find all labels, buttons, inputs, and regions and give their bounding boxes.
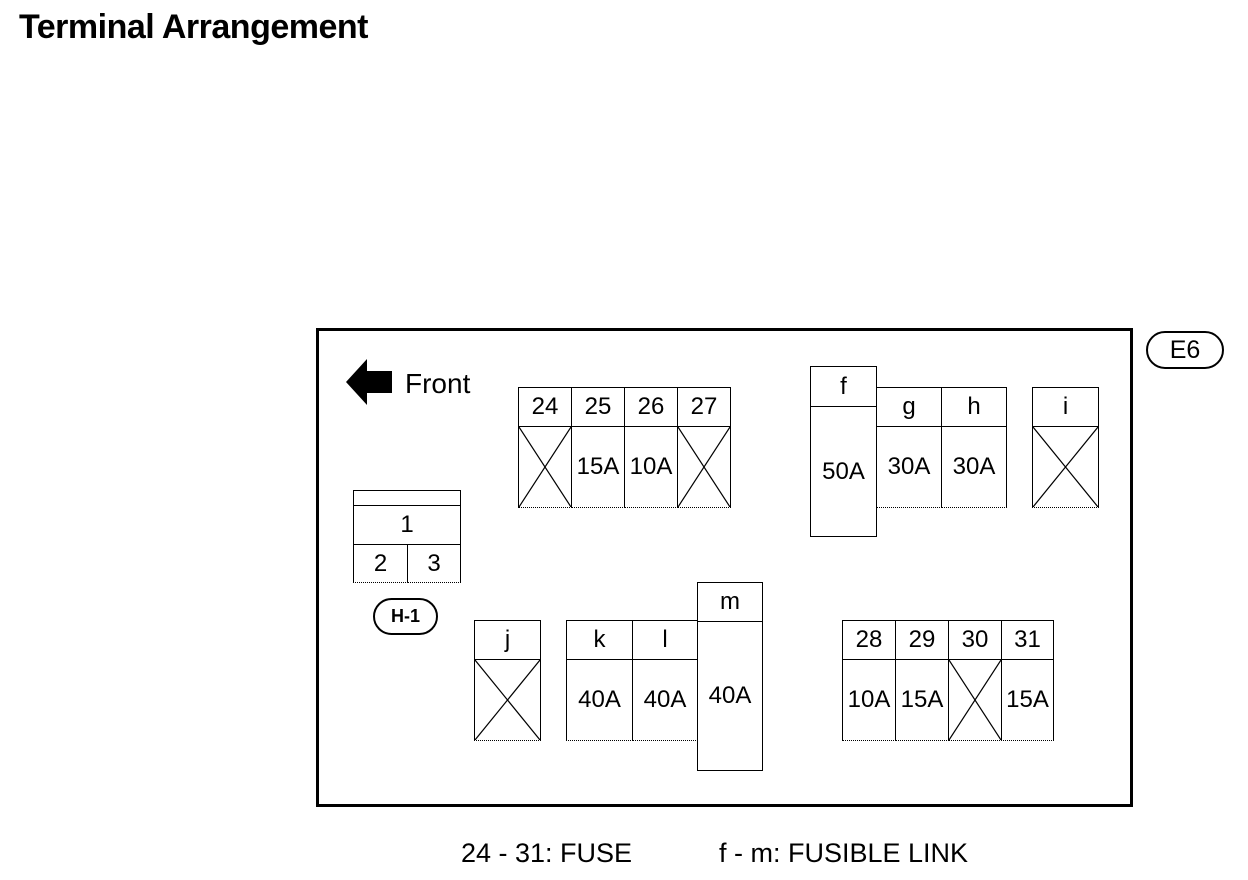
link-k-label: k (566, 620, 633, 660)
link-m-label: m (697, 582, 763, 622)
empty-slot-x-icon (519, 427, 571, 507)
link-i-label: i (1032, 387, 1099, 427)
junction-block-frame (316, 328, 1133, 807)
link-m-rating: 40A (697, 621, 763, 771)
link-k-rating: 40A (566, 659, 633, 741)
fuse-29-rating: 15A (895, 659, 949, 741)
fuse-30-empty-slot (948, 659, 1002, 741)
fuse-27-empty-slot (677, 426, 731, 508)
empty-slot-x-icon (678, 427, 730, 507)
relay-terminal-2: 2 (353, 544, 408, 583)
fuse-27-label: 27 (677, 387, 731, 427)
page-title: Terminal Arrangement (19, 8, 368, 46)
empty-slot-x-icon (475, 660, 540, 740)
link-i-empty-slot (1032, 426, 1099, 508)
legend-fuse: 24 - 31: FUSE (461, 838, 633, 868)
front-arrow-icon (346, 359, 392, 405)
empty-slot-x-icon (1033, 427, 1098, 507)
fuse-29-label: 29 (895, 620, 949, 660)
legend-fusible-link: f - m: FUSIBLE LINK (719, 838, 969, 868)
link-j-empty-slot (474, 659, 541, 741)
relay-badge-h1: H-1 (373, 598, 438, 635)
fuse-26-label: 26 (624, 387, 678, 427)
fuse-28-rating: 10A (842, 659, 896, 741)
empty-slot-x-icon (949, 660, 1001, 740)
link-h-rating: 30A (941, 426, 1007, 508)
link-g-rating: 30A (876, 426, 942, 508)
front-label: Front (405, 368, 471, 399)
fuse-25-label: 25 (571, 387, 625, 427)
link-l-rating: 40A (632, 659, 698, 741)
link-g-label: g (876, 387, 942, 427)
link-l-label: l (632, 620, 698, 660)
connector-badge-e6: E6 (1146, 331, 1224, 369)
fuse-30-label: 30 (948, 620, 1002, 660)
relay-header (353, 490, 461, 506)
relay-terminal-3: 3 (407, 544, 461, 583)
fuse-26-rating: 10A (624, 426, 678, 508)
fuse-28-label: 28 (842, 620, 896, 660)
link-h-label: h (941, 387, 1007, 427)
fuse-24-empty-slot (518, 426, 572, 508)
fuse-24-label: 24 (518, 387, 572, 427)
link-f-rating: 50A (810, 406, 877, 537)
fuse-25-rating: 15A (571, 426, 625, 508)
fuse-31-rating: 15A (1001, 659, 1054, 741)
link-j-label: j (474, 620, 541, 660)
fuse-31-label: 31 (1001, 620, 1054, 660)
relay-terminal-1: 1 (353, 505, 461, 545)
link-f-label: f (810, 366, 877, 407)
